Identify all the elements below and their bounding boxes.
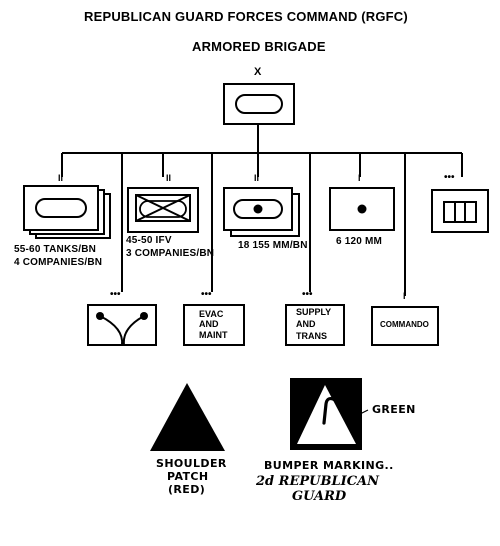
ifv-label-line-1: 45-50 IFV xyxy=(126,235,172,246)
tank-label-line-1: 55-60 TANKS/BN xyxy=(14,244,97,255)
engineer-platoon-symbol xyxy=(87,304,157,346)
supply-label-line-3: TRANS xyxy=(296,331,327,341)
tank-echelon: II xyxy=(58,173,64,183)
supply-label-line-1: SUPPLY xyxy=(296,307,332,317)
maintenance-echelon: ••• xyxy=(201,289,212,300)
signal-echelon: ••• xyxy=(444,172,455,183)
brigade-hq-symbol xyxy=(223,83,295,125)
maintenance-label-line-1: EVAC xyxy=(199,309,224,319)
ifv-echelon: II xyxy=(166,173,172,183)
shoulder-patch-label-line-2: PATCH xyxy=(167,470,209,483)
hq-echelon: X xyxy=(254,66,262,78)
page-title: REPUBLICAN GUARD FORCES COMMAND (RGFC) xyxy=(84,9,408,24)
tank-label-line-2: 4 COMPANIES/BN xyxy=(14,257,103,268)
tank-battalion-symbol xyxy=(23,185,111,239)
mortar-company-symbol xyxy=(329,187,395,231)
maintenance-label-line-3: MAINT xyxy=(199,330,228,340)
bumper-marking-symbol xyxy=(290,378,369,450)
supply-transport-platoon-symbol xyxy=(285,304,345,346)
artillery-echelon: II xyxy=(254,173,260,183)
maintenance-platoon-symbol xyxy=(183,304,245,346)
commando-echelon: I xyxy=(403,291,406,301)
shoulder-patch-symbol xyxy=(150,383,225,451)
artillery-label: 18 155 MM/BN xyxy=(238,240,308,251)
connector-lines xyxy=(61,124,463,296)
commando-company-symbol xyxy=(371,306,439,346)
ifv-label-line-2: 3 COMPANIES/BN xyxy=(126,248,215,259)
mortar-echelon: I xyxy=(358,173,361,183)
signal-platoon-symbol xyxy=(431,189,489,233)
bumper-marking-line-2: GUARD xyxy=(292,489,347,504)
maintenance-label-line-2: AND xyxy=(199,319,219,329)
bumper-marking-line-1: 2d REPUBLICAN xyxy=(256,474,380,489)
supply-label-line-2: AND xyxy=(296,319,316,329)
mech-infantry-battalion-symbol xyxy=(127,187,199,233)
engineer-echelon: ••• xyxy=(110,289,121,300)
supply-echelon: ••• xyxy=(302,289,313,300)
commando-label: COMMANDO xyxy=(380,320,429,329)
bumper-marking-label: BUMPER MARKING.. xyxy=(264,459,394,472)
green-label: GREEN xyxy=(372,403,416,416)
mortar-label: 6 120 MM xyxy=(336,236,383,247)
artillery-battalion-symbol xyxy=(223,187,300,237)
shoulder-patch-label-line-1: SHOULDER xyxy=(156,457,227,470)
page-subtitle: ARMORED BRIGADE xyxy=(192,39,326,54)
shoulder-patch-label-line-3: (RED) xyxy=(168,483,206,496)
